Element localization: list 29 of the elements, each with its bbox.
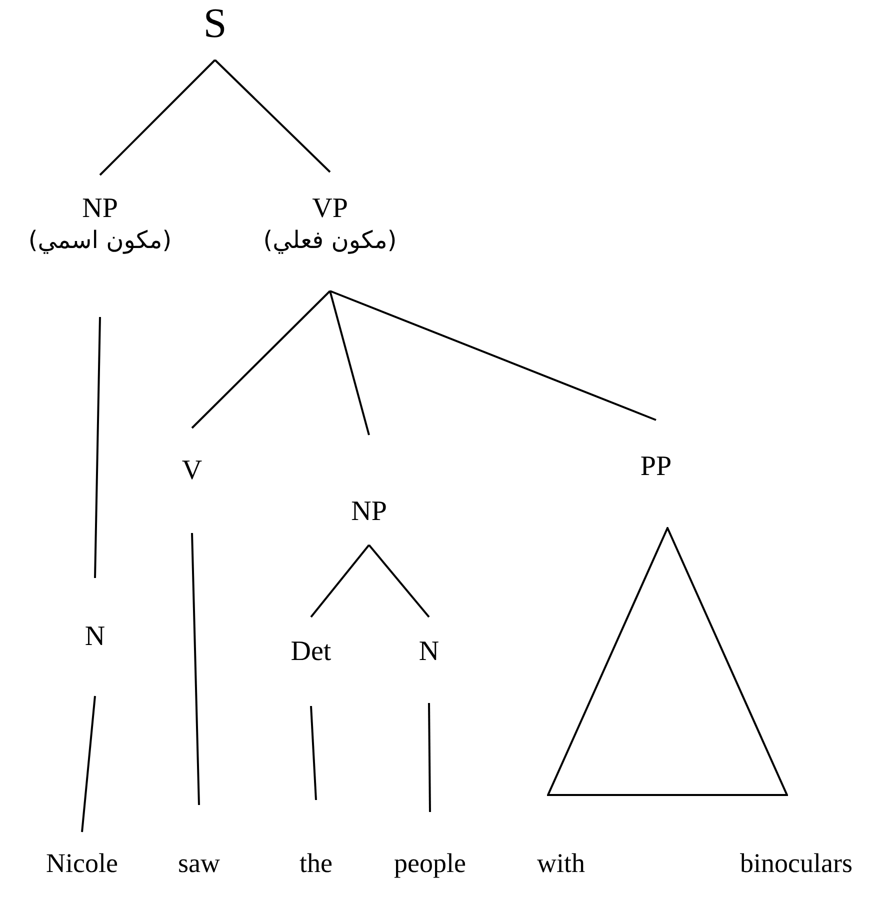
word-label: people	[394, 848, 466, 880]
tree-node-label: PP	[640, 451, 672, 484]
tree-node-label: NP	[351, 496, 387, 528]
arabic-gloss: (مكون فعلي)	[263, 225, 397, 256]
branch-line	[310, 544, 370, 618]
branch-line	[191, 290, 331, 429]
branch-line	[94, 316, 101, 578]
word-label: Nicole	[46, 848, 118, 880]
tree-node-label: N	[418, 636, 440, 668]
branch-line	[99, 59, 216, 176]
branch-line	[428, 702, 431, 812]
word-label: saw	[178, 848, 220, 880]
branch-line	[329, 290, 370, 436]
tree-node-label: NP	[82, 193, 118, 226]
branch-line	[368, 544, 430, 618]
branch-line	[310, 706, 317, 800]
branch-line	[81, 696, 96, 832]
branch-line	[330, 290, 656, 421]
branch-line	[191, 532, 200, 806]
arabic-gloss: (مكون اسمي)	[28, 225, 172, 256]
branch-line	[214, 59, 331, 173]
tree-node-label: N	[84, 621, 106, 654]
tree-node-label: S	[203, 0, 227, 48]
tree-node-label: Det	[290, 636, 332, 668]
tree-node-label: VP	[312, 193, 348, 226]
word-label: with	[537, 848, 586, 880]
word-label: binoculars	[740, 848, 852, 880]
word-label: the	[300, 848, 332, 880]
tree-node-label: V	[182, 455, 202, 488]
